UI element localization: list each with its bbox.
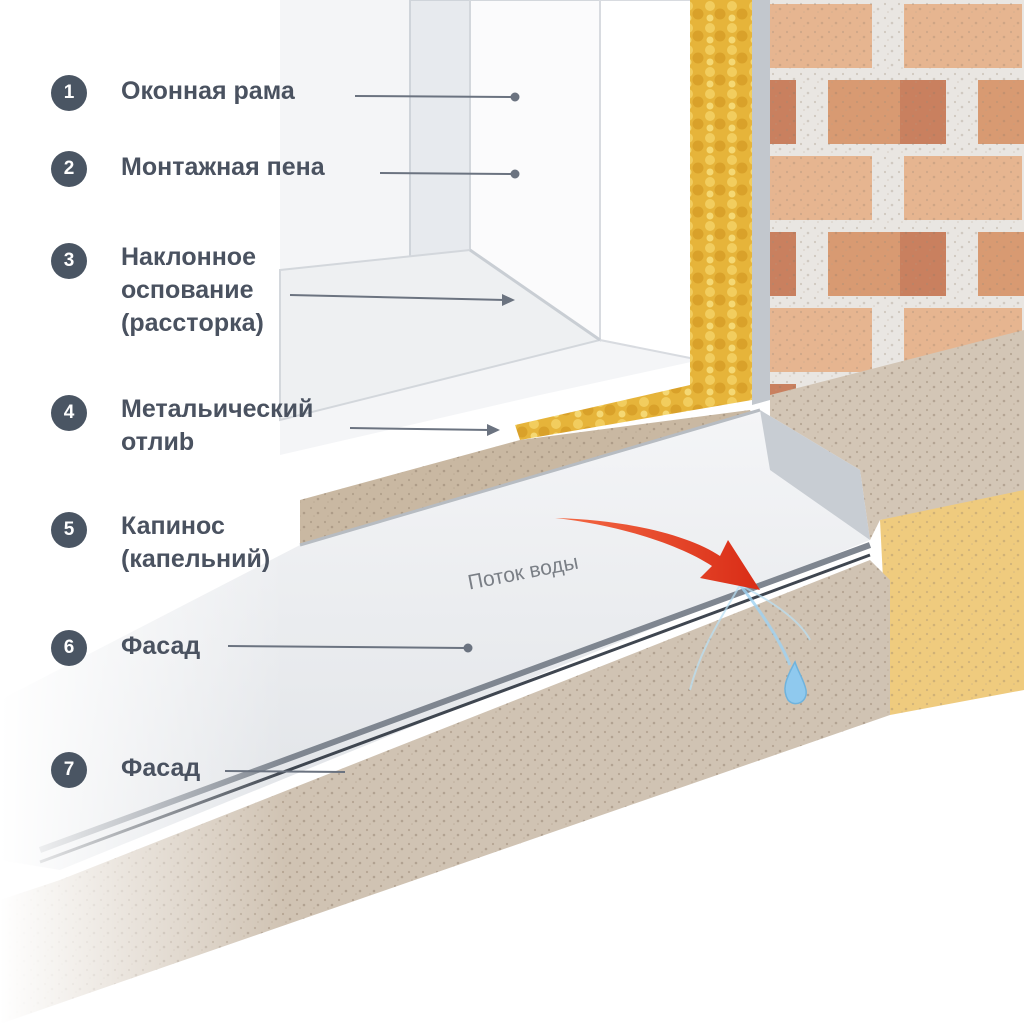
brick-wall — [770, 0, 1024, 400]
callout-badge: 1 — [51, 75, 87, 111]
water-flow-arrow — [555, 518, 760, 590]
callout-badge: 2 — [51, 151, 87, 187]
callout-2: 2 Монтажная пена — [51, 151, 325, 187]
callout-label: Фасад — [121, 754, 201, 782]
callout-badge: 5 — [51, 512, 87, 548]
callout-7: 7 Фасад — [51, 752, 200, 788]
callout-badge: 6 — [51, 630, 87, 666]
callout-badge: 3 — [51, 243, 87, 279]
callout-label: Метальический отлиb — [121, 395, 314, 456]
callout-label: Наклонное оспование (расстoрка) — [121, 243, 264, 337]
leader-lines — [224, 92, 520, 773]
callout-6: 6 Фасад — [51, 630, 200, 666]
mounting-foam — [515, 0, 752, 440]
callout-label: Оконная рама — [121, 77, 295, 105]
callout-badge: 4 — [51, 395, 87, 431]
callout-label: Фасад — [121, 632, 201, 660]
callout-label: Капинос (капельний) — [121, 512, 271, 573]
water-drip — [689, 584, 811, 705]
callout-label: Монтажная пена — [121, 153, 325, 181]
callout-badge: 7 — [51, 752, 87, 788]
callout-3: 3 Наклонное оспование (расстoрка) — [51, 243, 264, 340]
metal-flashing-wall — [752, 0, 770, 405]
callout-1: 1 Оконная рама — [51, 75, 295, 111]
callout-5: 5 Капинос (капельний) — [51, 512, 270, 576]
yellow-facade-brick — [880, 490, 1024, 715]
callout-4: 4 Метальический отлиb — [51, 395, 313, 459]
